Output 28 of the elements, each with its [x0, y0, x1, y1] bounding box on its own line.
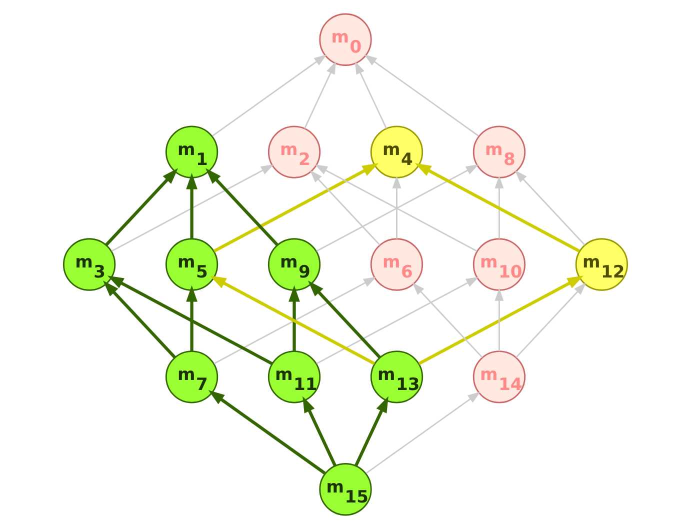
arrow — [494, 288, 504, 352]
arrow — [288, 285, 300, 352]
arrow — [414, 163, 580, 253]
arrow — [316, 276, 478, 364]
arrow — [392, 176, 401, 239]
arrow — [104, 168, 178, 246]
arrow — [307, 280, 380, 358]
arrow — [212, 163, 378, 253]
arrow — [364, 54, 478, 136]
arrow — [515, 282, 586, 358]
arrow — [205, 168, 278, 246]
arrow — [514, 170, 585, 246]
arrow — [186, 285, 197, 352]
arrow — [309, 170, 380, 246]
arrow — [354, 61, 386, 129]
arrow — [110, 164, 274, 252]
arrow — [302, 396, 336, 466]
arrow — [354, 396, 388, 466]
arrow — [494, 176, 504, 239]
arrow — [186, 173, 197, 239]
arrow — [418, 276, 584, 365]
arrow — [106, 276, 272, 365]
arrow — [212, 54, 326, 136]
arrow — [208, 390, 326, 474]
arrow — [304, 61, 336, 129]
arrow — [365, 392, 480, 474]
arrow — [412, 282, 482, 358]
arrow — [102, 280, 176, 358]
